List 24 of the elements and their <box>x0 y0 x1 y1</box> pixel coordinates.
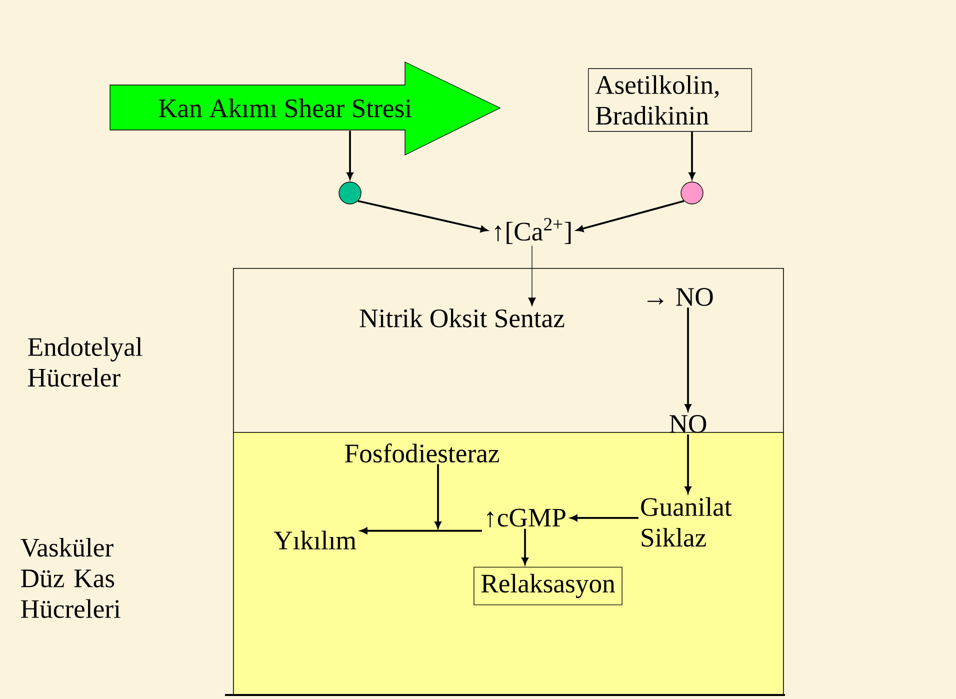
layer-heading: Vasküler Düz Kas Hücreleri <box>20 538 120 618</box>
node-label: → NO <box>648 288 713 306</box>
node-label: Nitrik Oksit Sentaz <box>360 308 564 328</box>
node-label: ↑[Ca$^{2+}$] <box>494 218 571 244</box>
layer-heading: Endotelyal Hücreler <box>28 337 142 387</box>
arrow <box>360 528 482 534</box>
receptor-circle <box>338 182 362 204</box>
node-label: Yıkılım <box>274 530 356 550</box>
arrow <box>358 200 488 232</box>
arrow <box>434 464 442 528</box>
arrow <box>684 434 692 494</box>
node-label: ↑cGMP <box>487 508 566 528</box>
label-box: Relaksasyon <box>474 566 622 606</box>
arrow <box>576 200 684 232</box>
receptor-circle <box>680 182 704 204</box>
arrow <box>528 245 536 306</box>
arrow <box>688 132 696 180</box>
node-label: Guanilat Siklaz <box>641 497 732 547</box>
arrow <box>570 514 638 522</box>
node-label: Fosfodiesteraz <box>345 443 500 462</box>
arrow <box>522 528 528 564</box>
label-box: Asetilkolin, Bradikinin <box>588 68 752 132</box>
arrow <box>684 308 692 411</box>
arrow <box>346 130 354 180</box>
